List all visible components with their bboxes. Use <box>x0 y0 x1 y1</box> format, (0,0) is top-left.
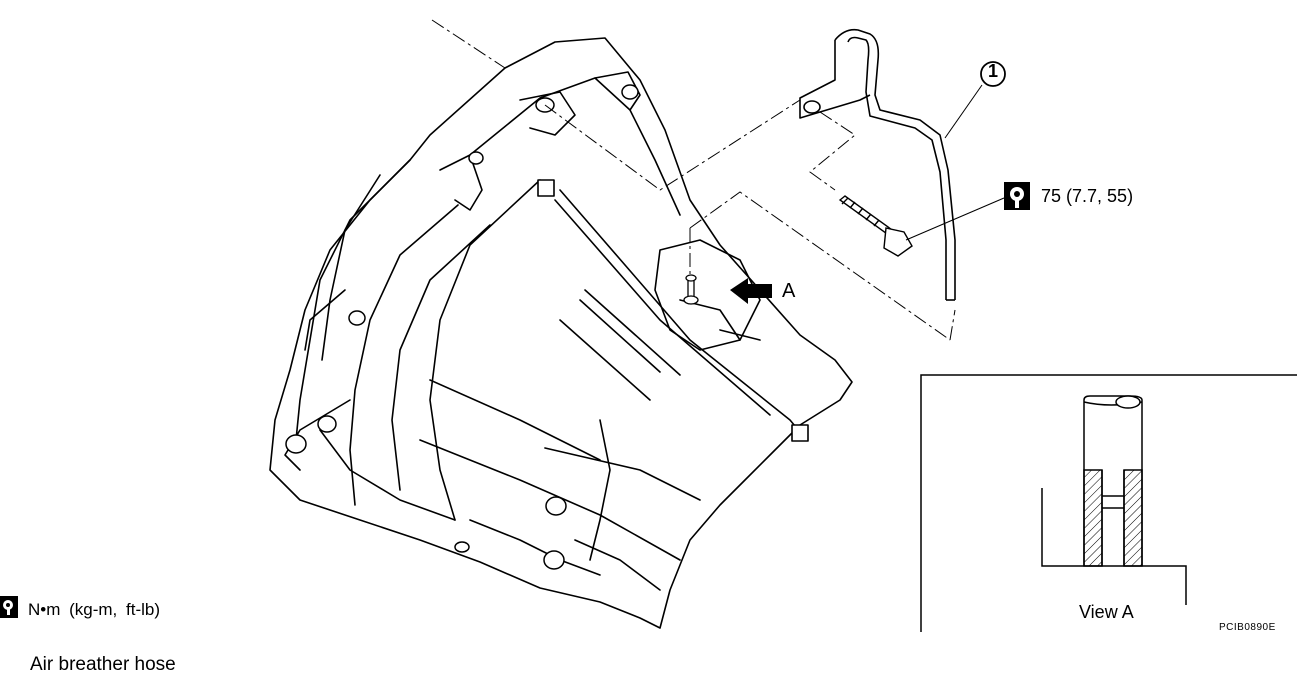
view-a-callout-label: A <box>782 280 796 302</box>
part-name-item-1: Air breather hose <box>30 654 176 675</box>
torque-spec-value: 75 (7.7, 55) <box>1041 186 1134 206</box>
bolt <box>838 195 913 257</box>
legend-separator: : <box>14 600 19 619</box>
view-a-caption: View A <box>1079 602 1134 622</box>
air-breather-hose <box>799 28 956 301</box>
transmission-case <box>269 37 853 629</box>
callout-1-circle <box>980 61 1006 87</box>
figure-code: PCIB0890E <box>1219 622 1276 633</box>
torque-wrench-icon <box>1004 182 1030 210</box>
breather-fitting <box>683 274 699 305</box>
legend-units: N•m (kg-m, ft-lb) <box>28 600 160 619</box>
view-a-inset <box>920 374 1297 632</box>
view-a-arrow <box>730 278 772 304</box>
torque-leader-line <box>905 197 1005 241</box>
callout-1-number: 1 <box>987 61 998 81</box>
case-bosses <box>285 84 639 570</box>
legend-wrench-icon <box>0 596 18 618</box>
callout-1-leader <box>944 84 983 139</box>
